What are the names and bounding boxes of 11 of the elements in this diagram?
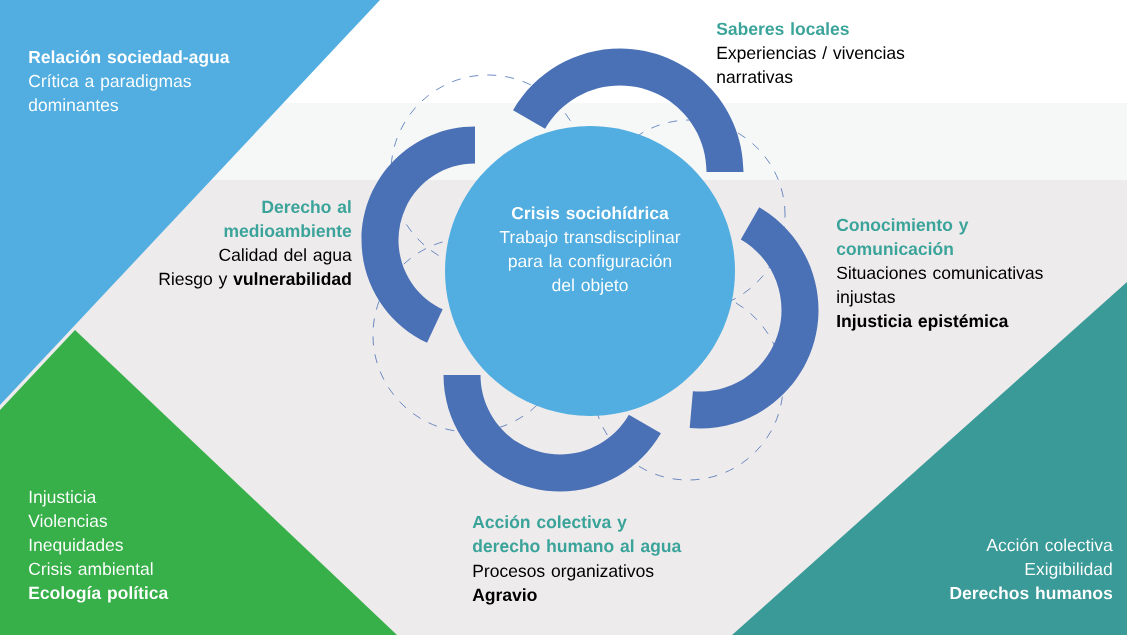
body-text: Injusticia epistémica [837, 314, 1009, 331]
body-text: Riesgo y vulnerabilidad [159, 272, 351, 289]
heading-text: Saberes locales [716, 22, 849, 36]
body-text: Agravio [472, 588, 537, 605]
body-text: Procesos organizativos [473, 564, 654, 581]
heading-text: Acción colectiva y derecho humano al agua [472, 515, 682, 556]
body-text: Experiencias / vivencias narrativas [717, 46, 905, 84]
body-text: Calidad del agua [219, 248, 352, 265]
heading-text: Derecho al medioambiente [224, 200, 352, 238]
heading-text: Conocimiento y comunicación [836, 218, 969, 256]
triangle-panel: Injusticia Violencias Inequidades Crisis ambiental Ecología política [0, 330, 397, 635]
